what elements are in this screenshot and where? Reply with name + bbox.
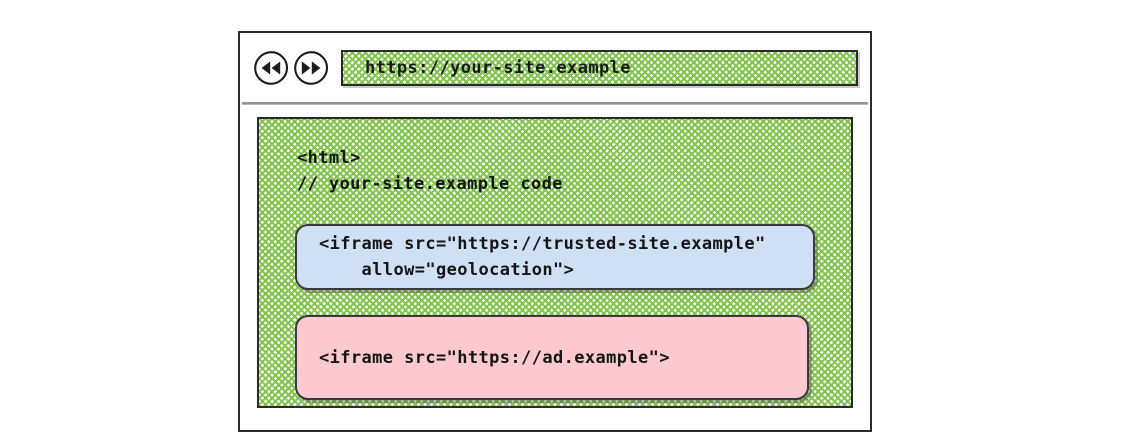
ad-iframe[interactable]: <iframe src="https://ad.example"> — [295, 315, 809, 400]
browser-window: https://your-site.example <html> // your… — [238, 31, 872, 432]
page-content-panel: <html> // your-site.example code <iframe… — [257, 117, 853, 408]
trusted-iframe-allow-line: allow="geolocation"> — [319, 260, 575, 280]
ad-iframe-src-line: <iframe src="https://ad.example"> — [319, 347, 670, 368]
code-line-html-tag: <html> — [297, 148, 361, 168]
code-line-comment: // your-site.example code — [297, 174, 563, 194]
rewind-icon[interactable] — [252, 49, 290, 87]
toolbar-separator — [242, 102, 868, 105]
fast-forward-icon[interactable] — [292, 49, 330, 87]
navigation-buttons — [252, 49, 330, 87]
url-bar[interactable]: https://your-site.example — [341, 49, 858, 86]
url-text: https://your-site.example — [365, 57, 631, 78]
trusted-iframe-src-line: <iframe src="https://trusted-site.exampl… — [319, 234, 766, 254]
trusted-site-iframe[interactable]: <iframe src="https://trusted-site.exampl… — [295, 224, 815, 290]
browser-toolbar: https://your-site.example — [240, 33, 870, 102]
